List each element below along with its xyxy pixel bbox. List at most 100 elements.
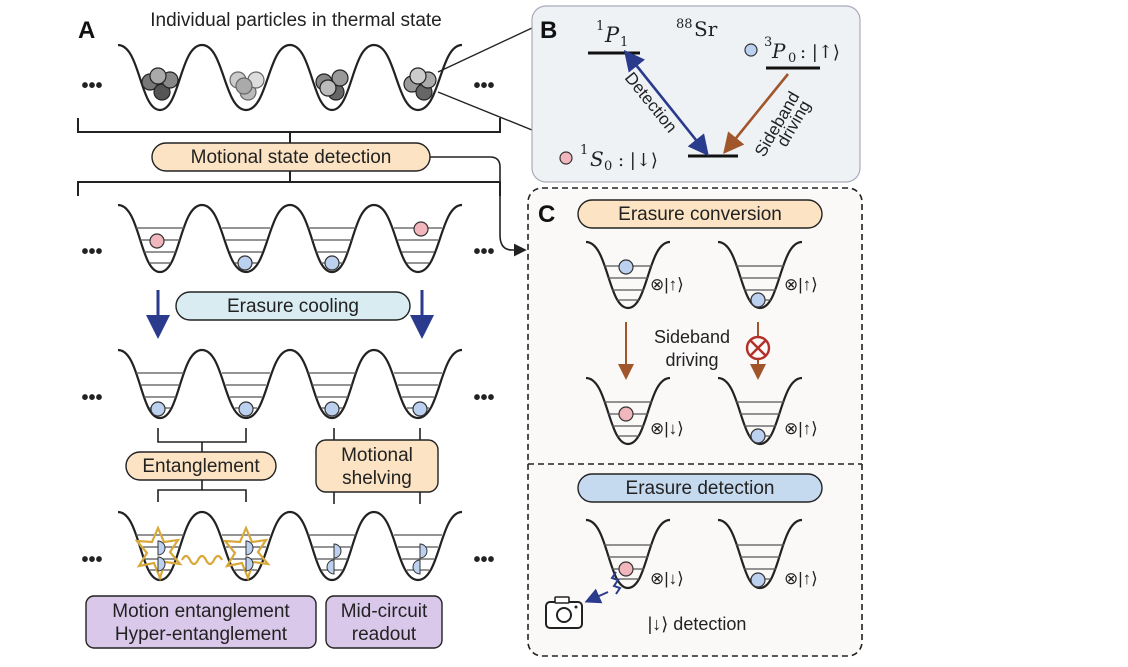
entangled-star-left [134, 525, 183, 582]
thermal-cluster-3 [315, 69, 349, 101]
atom-red [618, 561, 634, 577]
erasure-conversion-label: Erasure conversion [618, 204, 782, 225]
panel-b-letter: B [540, 17, 557, 44]
atom-blue [412, 401, 428, 417]
ket-up-c6: ⊗|↑⟩ [784, 569, 818, 588]
wells-row3 [117, 348, 463, 420]
atom-red [149, 233, 165, 249]
p0-state: : |↑⟩ [800, 42, 840, 63]
atom-blue [324, 401, 340, 417]
zoom-line-bottom [437, 91, 533, 131]
motional-shelving-pill [315, 439, 439, 493]
entanglement-bracket-bottom [157, 489, 247, 502]
p1-super: 1 [596, 19, 604, 34]
ellipsis-left-row4: ••• [81, 549, 102, 571]
atom-red [618, 406, 634, 422]
mid-circuit-pill [325, 595, 443, 649]
panel-c-wells-top [585, 240, 803, 310]
atom-blue [750, 572, 766, 588]
ellipsis-left-row3: ••• [81, 387, 102, 409]
ket-up-c4: ⊗|↑⟩ [784, 419, 818, 438]
motion-entanglement-pill [85, 595, 317, 649]
erasure-conversion-pill [577, 199, 823, 229]
atom-blue [237, 255, 253, 271]
detection-arrow [623, 49, 709, 157]
sideband-arrow [723, 73, 790, 155]
motional-detection-label: Motional state detection [191, 147, 392, 168]
ket-down-c5: ⊗|↓⟩ [650, 569, 684, 588]
photon-arrow [584, 588, 609, 604]
p0-super: 3 [764, 35, 772, 50]
entanglement-pill [125, 451, 277, 481]
s0-label: S [590, 147, 604, 171]
erasure-detection-pill [577, 473, 823, 503]
ket-up-c1: ⊗|↑⟩ [650, 275, 684, 294]
c-sideband-label-2: driving [665, 350, 718, 370]
panel-c-box [527, 187, 863, 657]
zoom-line-top [437, 27, 533, 73]
entangled-star-right [222, 525, 271, 582]
ket-down-c3: ⊗|↓⟩ [650, 419, 684, 438]
ellipsis-right-row3: ••• [473, 387, 494, 409]
s0-super: 1 [580, 143, 588, 158]
motional-shelving-label-2: shelving [342, 468, 412, 489]
panel-c-wells-bottom [585, 518, 803, 590]
mid-circuit-label-1: Mid-circuit [341, 601, 428, 622]
erasure-cooling-label: Erasure cooling [227, 296, 359, 317]
erasure-cooling-pill [175, 291, 411, 321]
isotope-symbol: Sr [694, 17, 718, 41]
entanglement-bracket-top [157, 428, 247, 443]
thermal-cluster-4 [403, 67, 437, 101]
atom-blue [618, 259, 634, 275]
atom-blue [750, 428, 766, 444]
p1-label: P [604, 23, 620, 47]
panel-a-letter: A [78, 17, 95, 44]
c-sideband-label-1: Sideband [654, 327, 730, 347]
panel-c-letter: C [538, 201, 555, 228]
isotope-mass: 88 [676, 17, 693, 32]
hyper-entanglement-label: Hyper-entanglement [115, 624, 288, 645]
atom-blue-legend [744, 43, 758, 57]
connector-to-panel-c [430, 156, 527, 257]
bracket-row1 [77, 118, 501, 133]
erasure-detection-label: Erasure detection [626, 478, 775, 499]
thermal-cluster-2 [229, 71, 265, 101]
wells-row4 [117, 510, 463, 582]
s0-sub: 0 [604, 159, 612, 174]
entanglement-label: Entanglement [142, 456, 260, 477]
ellipsis-left-row2: ••• [81, 241, 102, 263]
entanglement-spring [181, 554, 223, 566]
atom-blue [238, 401, 254, 417]
atom-red-legend [559, 151, 573, 165]
panel-a-title: Individual particles in thermal state [150, 10, 441, 31]
p0-sub: 0 [788, 51, 796, 66]
ellipsis-right-row1: ••• [473, 75, 494, 97]
ellipsis-right-row4: ••• [473, 549, 494, 571]
panel-c-wells-middle [585, 376, 803, 446]
potential-wells-thermal [117, 43, 463, 112]
shelved-atom-1 [326, 543, 342, 575]
mid-circuit-label-2: readout [352, 624, 417, 645]
atom-blue [750, 292, 766, 308]
p1-sub: 1 [620, 35, 628, 50]
motion-entanglement-label: Motion entanglement [112, 601, 290, 622]
atom-blue [150, 401, 166, 417]
atom-red [413, 221, 429, 237]
ellipsis-left-row1: ••• [81, 75, 102, 97]
atom-blue [324, 255, 340, 271]
p0-label: P [771, 39, 786, 63]
ket-up-c2: ⊗|↑⟩ [784, 275, 818, 294]
wells-row2 [117, 203, 463, 274]
down-detection-label: |↓⟩ detection [648, 614, 747, 634]
ellipsis-right-row2: ••• [473, 241, 494, 263]
camera-icon [545, 596, 583, 629]
shelved-atom-2 [412, 543, 428, 575]
motional-shelving-label-1: Motional [341, 445, 413, 466]
bracket-row2 [77, 181, 501, 196]
s0-state: : |↓⟩ [618, 150, 658, 171]
photon-wiggle [610, 571, 622, 595]
thermal-wells-row [117, 43, 463, 112]
thermal-cluster-1 [141, 67, 179, 101]
blocked-icon [745, 335, 771, 361]
